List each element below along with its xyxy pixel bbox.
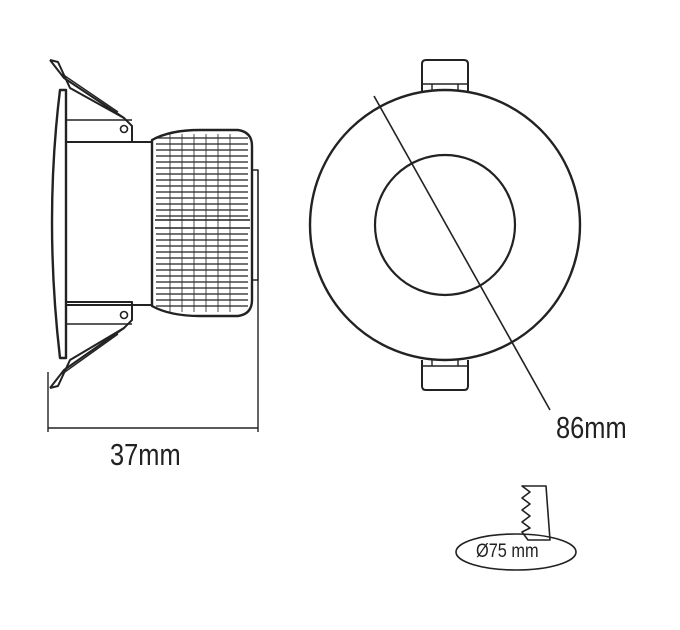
depth-label: 37mm [110, 437, 181, 472]
side-bezel [50, 88, 68, 360]
diameter-label: 86mm [556, 410, 627, 445]
front-bottom-clip [421, 360, 469, 391]
front-lens [373, 153, 517, 297]
front-top-clip [421, 59, 469, 92]
bottom-spring-clip [49, 301, 133, 389]
top-spring-clip [49, 59, 133, 143]
saw-blade-icon [521, 485, 551, 541]
cutout-hole-ellipse [455, 533, 577, 571]
depth-dimension [47, 280, 259, 432]
diameter-leader [373, 95, 551, 411]
front-outer-ring [308, 88, 582, 362]
side-body [65, 141, 153, 306]
cutout-icon [455, 485, 577, 571]
heatsink [150, 128, 254, 318]
cutout-label: Ø75 mm [476, 541, 539, 562]
front-view [308, 59, 582, 411]
side-view [47, 59, 259, 432]
rear-cap [251, 169, 259, 281]
